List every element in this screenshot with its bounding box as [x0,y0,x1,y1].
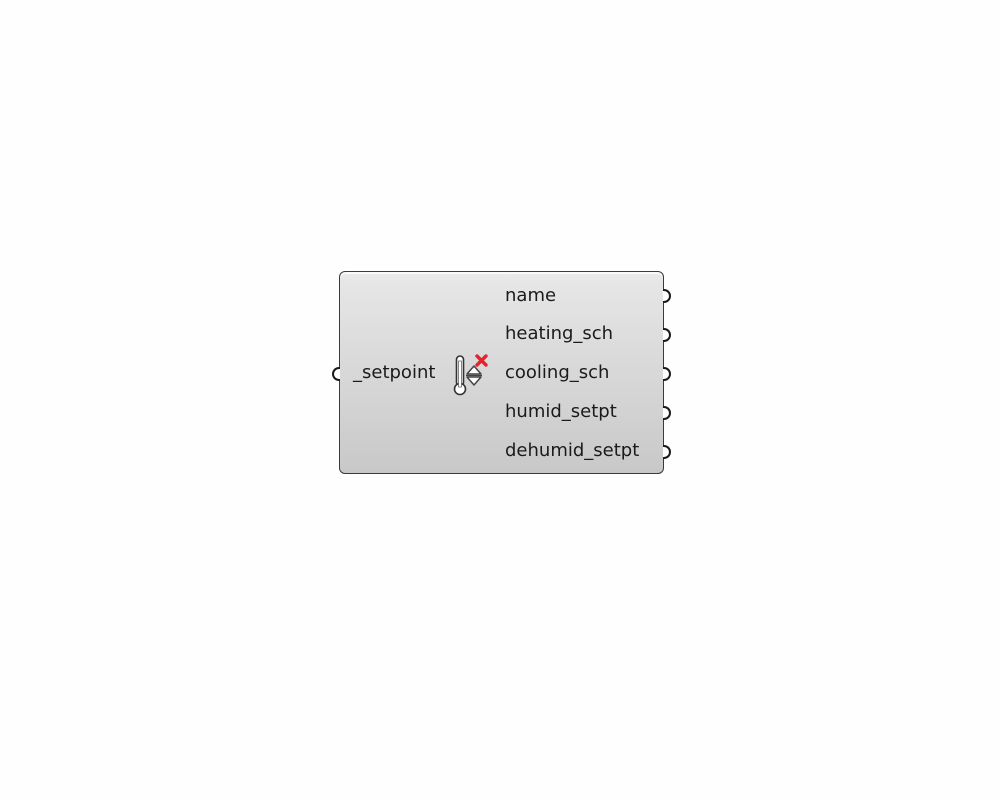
input-grip-setpoint[interactable] [332,367,340,381]
output-grip-heating-sch[interactable] [663,328,671,342]
output-label-humid-setpt: humid_setpt [505,401,617,422]
input-label-setpoint: _setpoint [353,362,436,383]
output-grip-dehumid-setpt[interactable] [663,445,671,459]
deconstruct-setpoint-component[interactable]: _setpoint name heating_sch cooling_sch h [332,271,671,474]
thermostat-setpoint-icon [450,351,498,399]
output-label-heating-sch: heating_sch [505,323,614,344]
output-grip-cooling-sch[interactable] [663,367,671,381]
output-label-cooling-sch: cooling_sch [505,362,610,383]
output-label-dehumid-setpt: dehumid_setpt [505,440,640,461]
output-grip-humid-setpt[interactable] [663,406,671,420]
output-label-name: name [505,285,557,306]
output-grip-name[interactable] [663,289,671,303]
